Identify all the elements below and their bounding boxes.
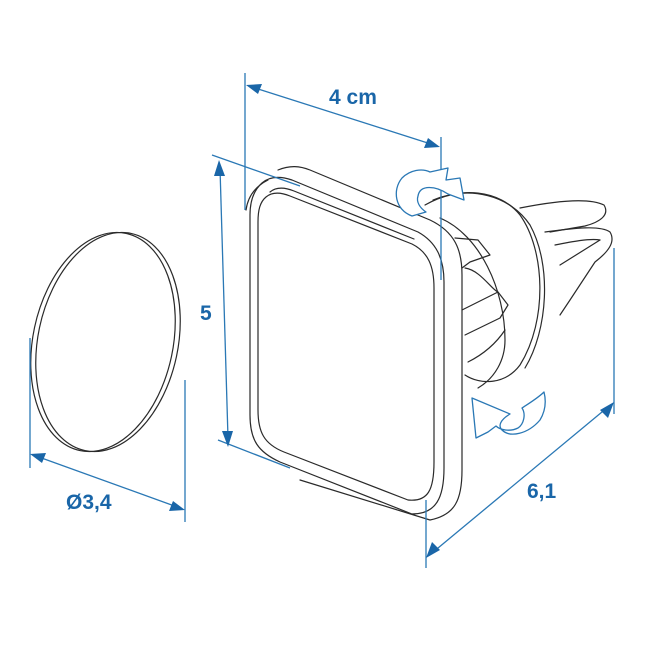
depth-dimension-label: 6,1	[527, 480, 557, 503]
width-dimension-label: 4 cm	[329, 86, 377, 109]
dimension-depth	[425, 248, 615, 568]
dimension-width	[244, 73, 442, 280]
dimension-diameter	[29, 338, 186, 522]
height-dimension-label: 5	[200, 302, 212, 325]
diameter-dimension-label: Ø3,4	[66, 491, 112, 514]
rotation-arrow-top-icon	[395, 167, 465, 217]
metal-plate-drawing	[30, 231, 181, 453]
dimension-height	[211, 154, 301, 469]
rotation-arrow-bottom-icon	[471, 391, 546, 439]
magnetic-head-drawing	[245, 166, 463, 521]
ball-joint-drawing	[424, 192, 546, 389]
vent-clip-drawing	[519, 200, 613, 316]
